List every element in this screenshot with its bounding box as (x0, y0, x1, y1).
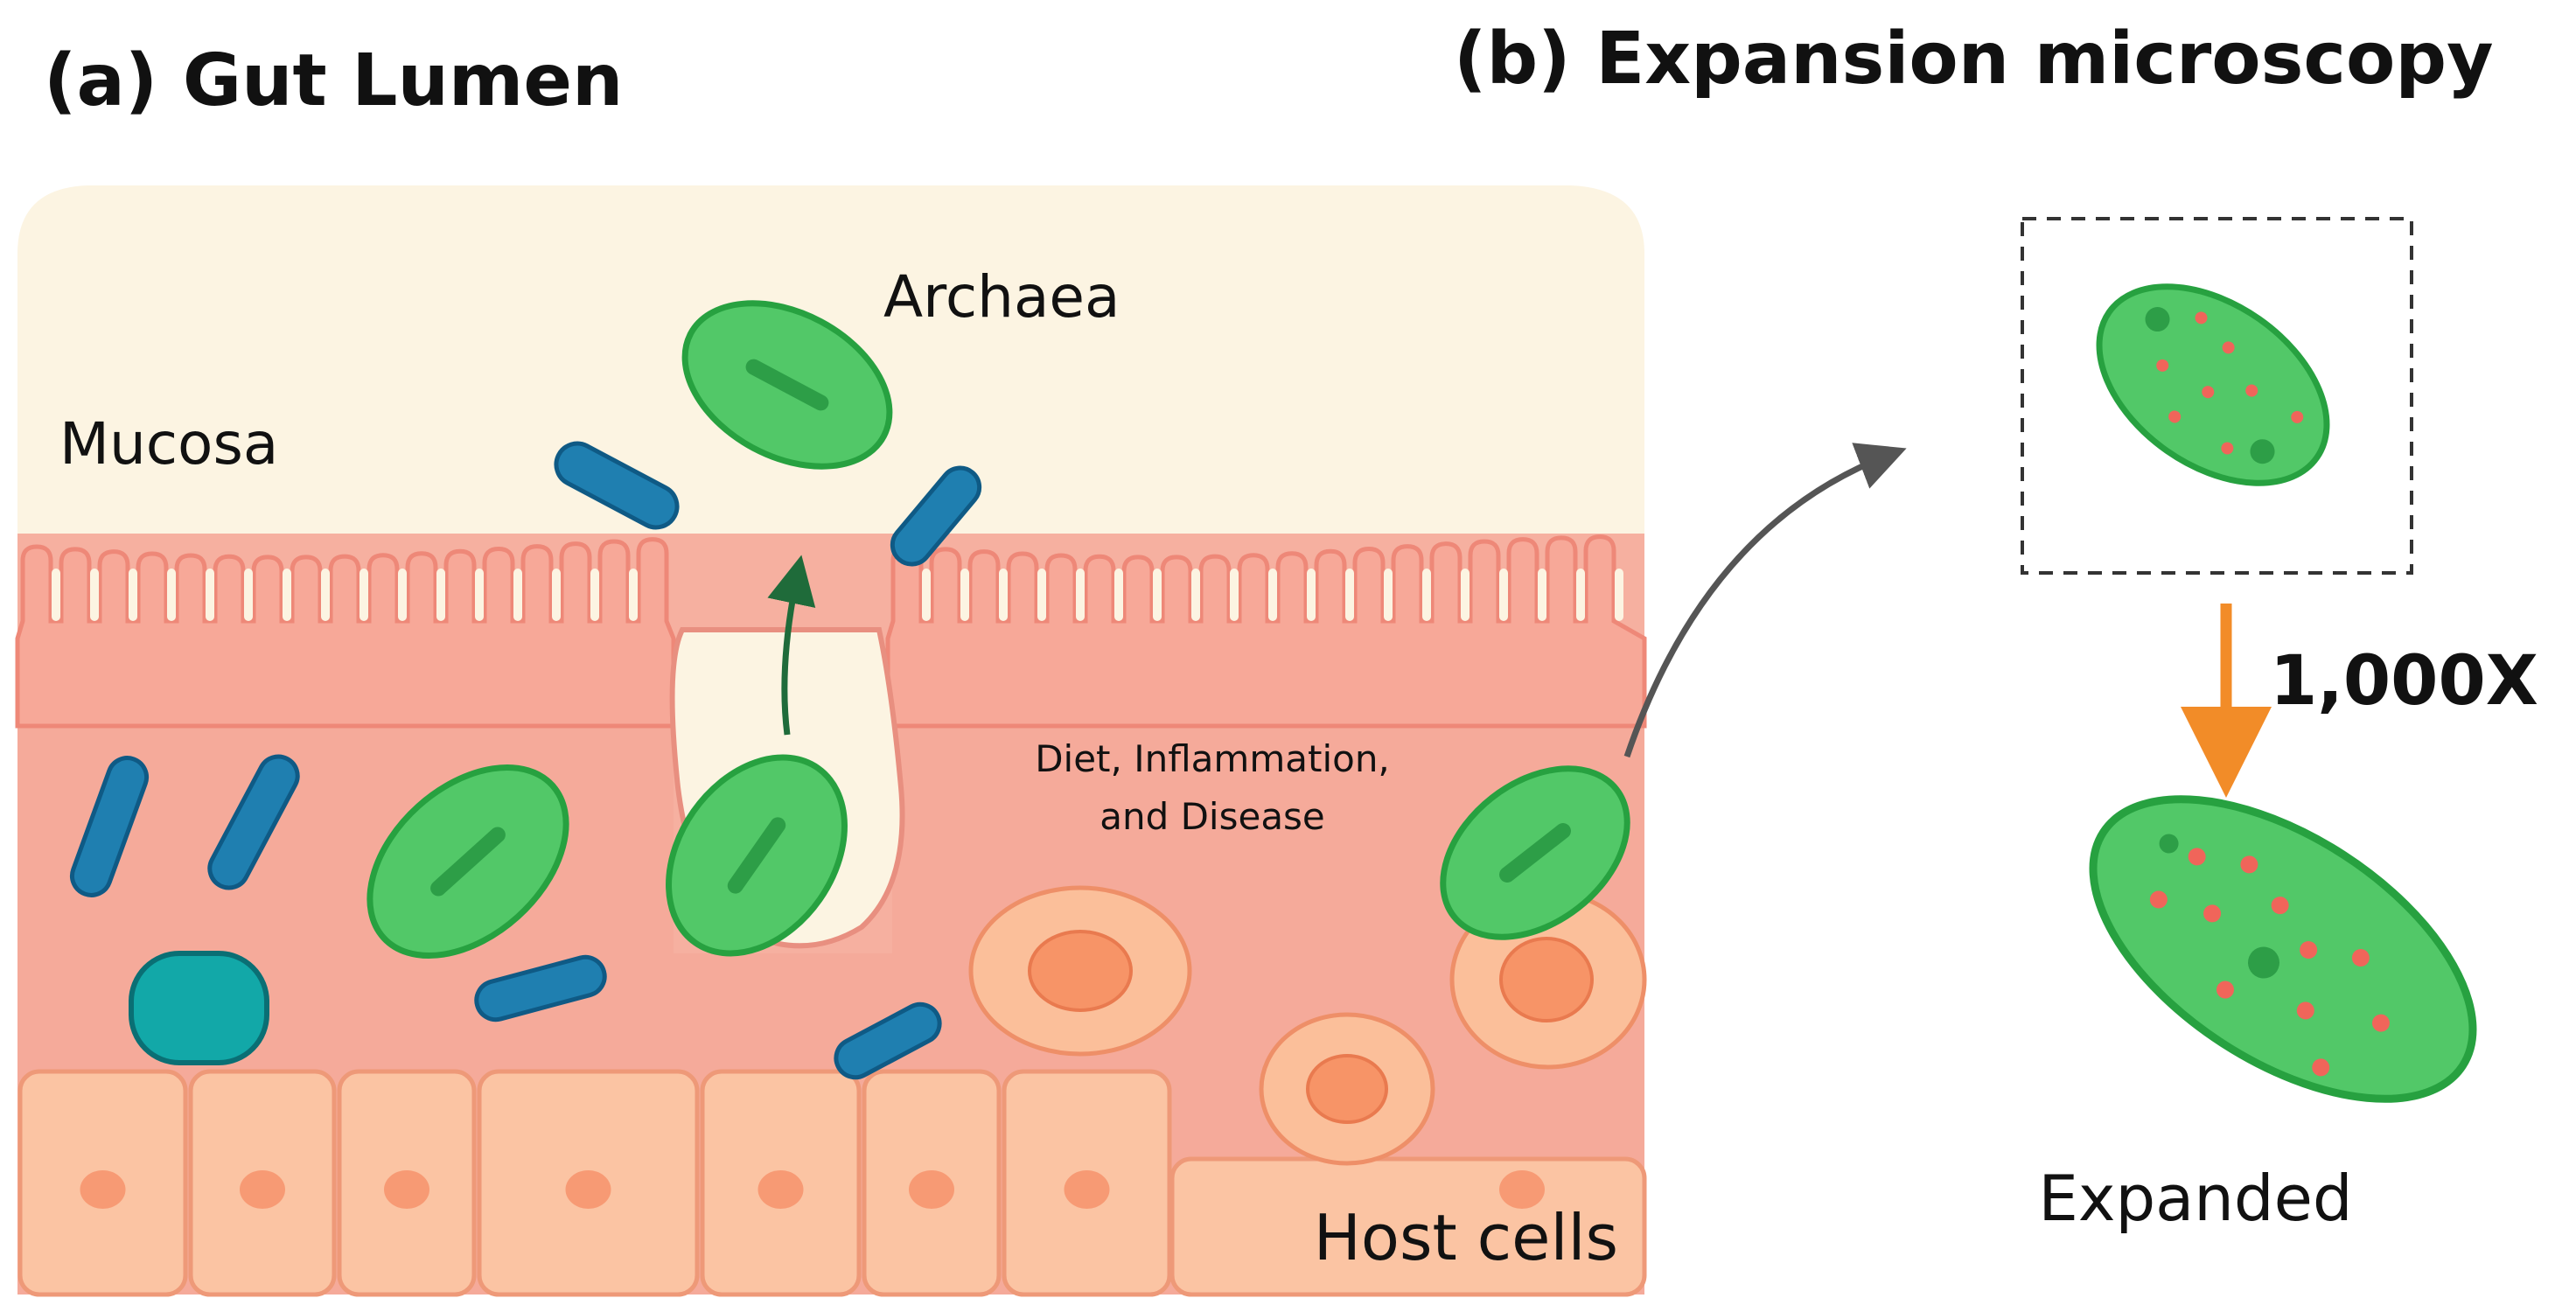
villi-gap (1037, 569, 1046, 621)
diet-label-line1: Diet, Inflammation, (1035, 737, 1390, 780)
villi-gap (167, 569, 176, 621)
host-cell-nucleus (1064, 1170, 1110, 1209)
host-cell-nucleus (1499, 1170, 1545, 1209)
zoom-arrow-icon (1623, 443, 1907, 758)
teal-cell-icon (129, 951, 269, 1065)
villi-gap (321, 569, 330, 621)
villi-gap (629, 569, 638, 621)
archaea-cell-icon (666, 754, 848, 957)
villi-gap (513, 569, 522, 621)
host-cell-nucleus (80, 1170, 126, 1209)
villi-gap (552, 569, 561, 621)
bacteria-rod-icon (69, 756, 150, 897)
villi-gap (1230, 569, 1239, 621)
host-cell-nucleus (565, 1170, 611, 1209)
panel-b-title: (b) Expansion microscopy (1454, 17, 2494, 101)
villi-gap (1576, 569, 1585, 621)
villi-fringe (15, 534, 1647, 729)
villi-segment (885, 534, 1647, 729)
villi-gap (1345, 569, 1354, 621)
panel-a-title: (a) Gut Lumen (44, 39, 623, 122)
villi-gap (1191, 569, 1200, 621)
bacteria-rod-icon (554, 441, 680, 530)
bacteria-rod-icon (207, 754, 300, 890)
panel-b: (b) Expansion microscopy 1,000X (1454, 17, 2538, 1235)
villi-gap (129, 569, 137, 621)
villi-gap (1384, 569, 1393, 621)
archaea-cell-icon (367, 764, 569, 960)
zoom-box (2021, 217, 2413, 575)
archaea-cell-icon (2096, 283, 2330, 486)
villi-segment (15, 537, 676, 729)
villi-gap (1422, 569, 1431, 621)
dendritic-arrow-icon (767, 555, 816, 736)
host-cell-nucleus (909, 1170, 954, 1209)
host-cell-round (968, 885, 1192, 1057)
villi-gap (1615, 569, 1623, 621)
villi-gap (283, 569, 291, 621)
archaea-cell-icon (681, 300, 893, 470)
archaea-cell-icon (1440, 765, 1630, 940)
villi-gap (960, 569, 969, 621)
villi-gap (360, 569, 368, 621)
villi-gap (436, 569, 445, 621)
villi-gap (1538, 569, 1546, 621)
villi-gap (1268, 569, 1277, 621)
host-cell-row (17, 1069, 1647, 1297)
villi-gap (206, 569, 214, 621)
mucosa-label: Mucosa (59, 410, 278, 478)
diet-label-line2: and Disease (1100, 795, 1325, 838)
villi-gap (1153, 569, 1162, 621)
villi-gap (999, 569, 1008, 621)
villi-gap (244, 569, 253, 621)
villi-gap (398, 569, 407, 621)
host-cell-nucleus (240, 1170, 285, 1209)
host-cell-round (1259, 1012, 1435, 1166)
host-cells-label: Host cells (1314, 1201, 1618, 1274)
villi-gap (1307, 569, 1316, 621)
expanded-label: Expanded (2038, 1162, 2352, 1235)
villi-gap (590, 569, 599, 621)
archaea-label: Archaea (883, 263, 1120, 331)
villi-gap (1076, 569, 1085, 621)
villi-gap (52, 569, 60, 621)
villi-gap (1461, 569, 1470, 621)
panel-a: (a) Gut Lumen Archaea Mucosa Diet, Infla… (15, 39, 1907, 1297)
host-cell-nucleus (384, 1170, 429, 1209)
magnification-label: 1,000X (2270, 642, 2538, 721)
archaea-group (367, 300, 1630, 960)
villi-gap (1114, 569, 1123, 621)
bacteria-rod-icon (834, 1001, 942, 1080)
bacteria-rod-icon (890, 465, 982, 567)
villi-gap (1499, 569, 1508, 621)
villi-gap (90, 569, 99, 621)
bacteria-rod-icon (474, 954, 607, 1022)
host-cell-nucleus (757, 1170, 804, 1209)
expanded-archaea-icon (2089, 795, 2477, 1103)
villi-gap (475, 569, 484, 621)
villi-gap (922, 569, 931, 621)
